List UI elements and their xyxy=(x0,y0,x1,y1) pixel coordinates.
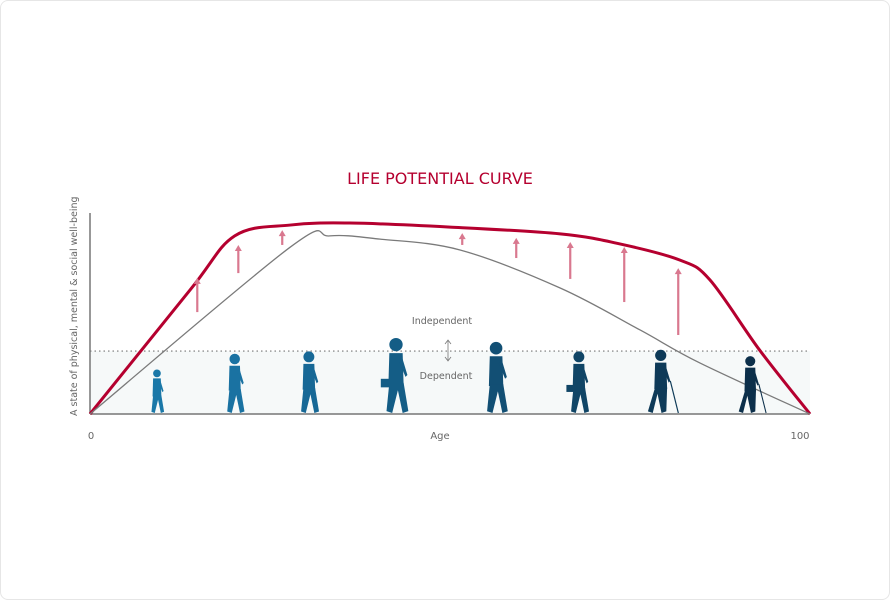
person-elderly-woman-cane-icon xyxy=(738,356,767,414)
head xyxy=(655,349,667,361)
independent-label: Independent xyxy=(412,316,472,327)
potential-curve xyxy=(88,221,812,415)
arm xyxy=(498,359,507,379)
legs xyxy=(151,395,165,413)
legs xyxy=(571,388,590,413)
head xyxy=(573,351,585,363)
head xyxy=(389,337,403,352)
bag xyxy=(566,384,575,392)
arm xyxy=(581,366,589,384)
person-businessman-icon xyxy=(380,337,409,413)
arrow-head xyxy=(674,268,682,275)
person-teen-icon xyxy=(227,353,245,413)
cane xyxy=(758,384,767,414)
arm xyxy=(311,366,319,384)
x-tick-100: 100 xyxy=(790,431,809,442)
person-middle-aged-man-icon xyxy=(487,341,508,413)
improvement-arrow-icon xyxy=(620,246,628,303)
person-child-icon xyxy=(151,369,165,413)
legs xyxy=(647,387,668,413)
dependent-label: Dependent xyxy=(420,371,473,382)
head xyxy=(489,341,503,355)
improvement-arrow-icon xyxy=(278,230,286,245)
arm xyxy=(236,368,244,385)
x-tick-0: 0 xyxy=(88,431,94,442)
improvement-arrow-icon xyxy=(458,233,466,245)
arrow-head xyxy=(620,246,628,253)
arm xyxy=(158,380,164,393)
arrow-head xyxy=(193,277,201,284)
head xyxy=(303,351,315,363)
y-axis-label: A state of physical, mental & social wel… xyxy=(69,196,80,416)
dependent-zone xyxy=(90,351,810,414)
legs xyxy=(227,389,245,413)
arm xyxy=(663,365,671,383)
actual-curve xyxy=(89,230,811,415)
chart-title: LIFE POTENTIAL CURVE xyxy=(347,169,533,188)
head xyxy=(153,369,161,378)
cane xyxy=(669,380,679,414)
arrow-head xyxy=(458,233,466,240)
person-older-woman-icon xyxy=(566,351,590,413)
arm xyxy=(398,356,408,377)
legs xyxy=(386,382,409,413)
person-elderly-man-cane-icon xyxy=(647,349,679,414)
head xyxy=(745,356,756,367)
arrow-head xyxy=(512,237,520,244)
arrow-head xyxy=(278,230,286,237)
arm xyxy=(752,369,759,386)
x-axis-label: Age xyxy=(430,431,449,442)
arrow-head xyxy=(566,241,574,248)
legs xyxy=(301,388,320,413)
legs xyxy=(487,384,508,413)
legs xyxy=(738,389,756,413)
independence-arrow-icon xyxy=(444,339,452,362)
improvement-arrow-icon xyxy=(674,268,682,336)
arrow-head xyxy=(234,244,242,251)
person-young-woman-icon xyxy=(301,351,320,413)
improvement-arrow-icon xyxy=(512,237,520,259)
improvement-arrow-icon xyxy=(193,277,201,313)
head xyxy=(229,353,240,365)
bag xyxy=(380,378,391,388)
improvement-arrow-icon xyxy=(234,244,242,274)
improvement-arrow-icon xyxy=(566,241,574,279)
